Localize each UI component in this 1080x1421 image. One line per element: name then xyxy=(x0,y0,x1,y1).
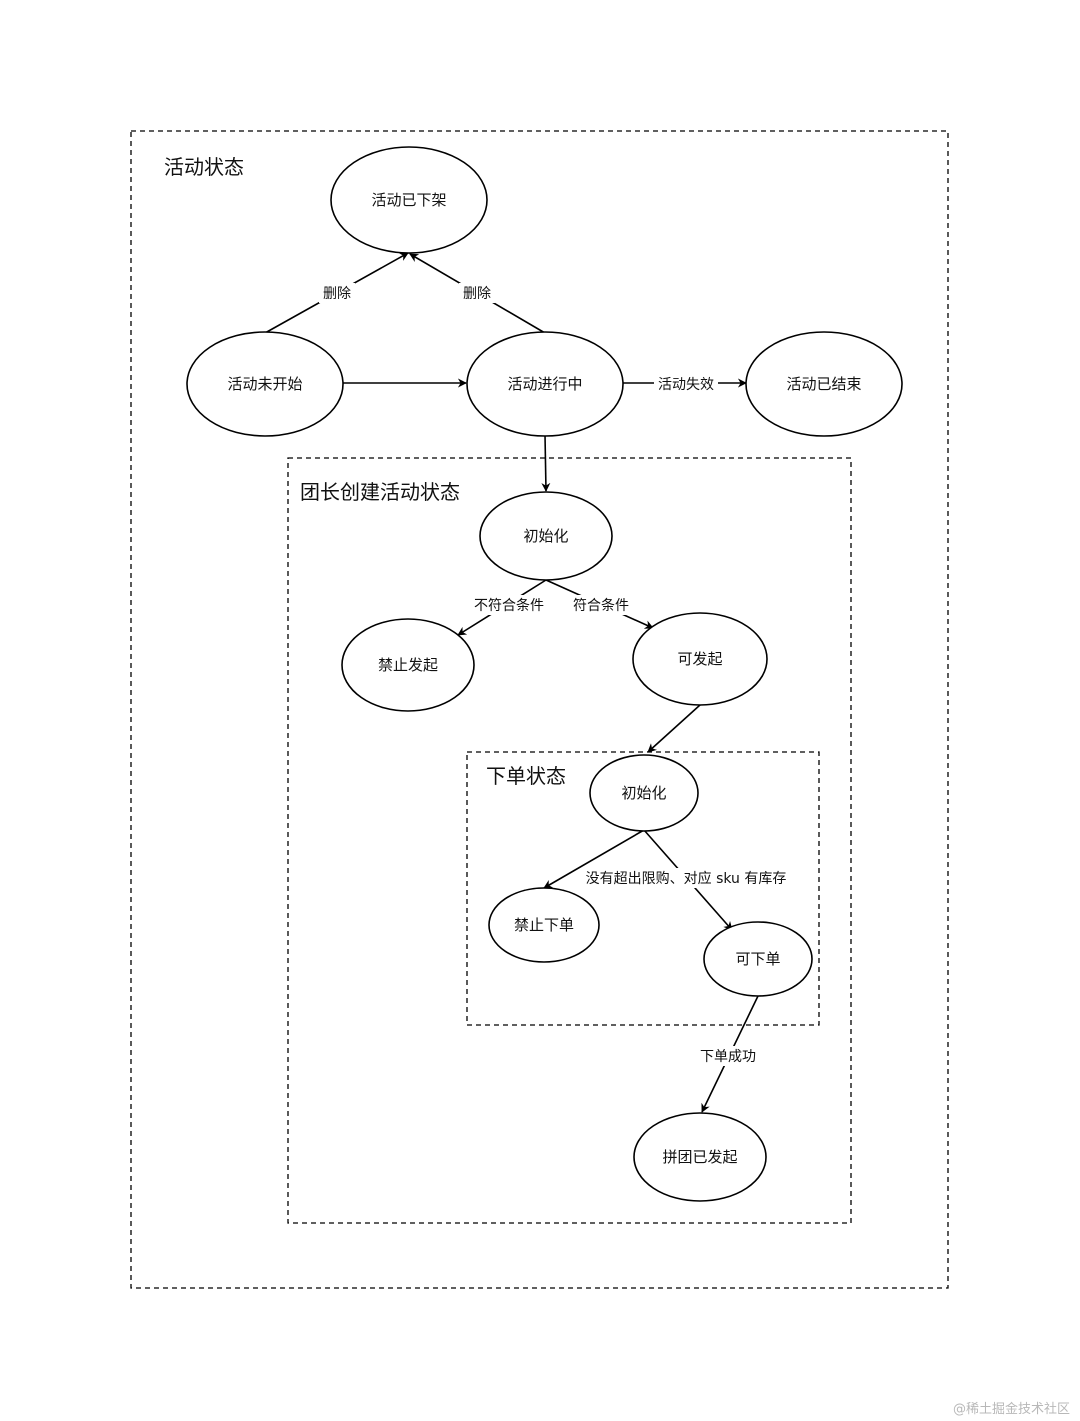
edge-label-not-meet: 不符合条件 xyxy=(474,597,544,614)
node-init-2 xyxy=(589,754,699,832)
order-state-title: 下单状态 xyxy=(486,764,566,788)
node-group-launched xyxy=(633,1112,767,1202)
edge-label-bg xyxy=(582,868,792,888)
activity-state-title: 活动状态 xyxy=(164,155,244,179)
node-can-launch-label: 可发起 xyxy=(677,650,722,668)
node-not-started-label: 活动未开始 xyxy=(227,375,302,393)
edge-label-bg xyxy=(568,595,634,615)
edge-label-invalid: 活动失效 xyxy=(658,377,714,393)
edge-label-bg xyxy=(319,283,355,303)
order-state-group xyxy=(466,751,820,1026)
node-group-launched-label: 拼团已发起 xyxy=(662,1148,737,1166)
node-forbid-launch xyxy=(341,618,475,712)
activity-state-group xyxy=(130,130,949,1289)
edge-label-bg xyxy=(459,283,495,303)
node-init-1-label: 初始化 xyxy=(523,527,568,545)
node-can-order xyxy=(703,921,813,997)
leader-create-state-title: 团长创建活动状态 xyxy=(300,480,460,504)
node-delisted xyxy=(330,146,488,254)
node-forbid-order xyxy=(488,887,600,963)
node-in-progress xyxy=(466,331,624,437)
node-init-2-label: 初始化 xyxy=(621,784,666,802)
edge-label-no-exceed: 没有超出限购、对应 sku 有库存 xyxy=(586,870,787,887)
edge-can-launch-to-order-group xyxy=(647,704,701,753)
node-in-progress-label: 活动进行中 xyxy=(507,375,582,393)
node-ended-label: 活动已结束 xyxy=(786,375,861,393)
edge-in-progress-to-init xyxy=(541,434,551,492)
edge-label-delete-1: 删除 xyxy=(323,286,351,302)
edge-label-delete-2: 删除 xyxy=(463,286,491,302)
edge-init2-to-forbid-order xyxy=(543,829,645,889)
node-ended xyxy=(745,331,903,437)
edge-label-meet: 符合条件 xyxy=(573,597,629,614)
node-forbid-launch-label: 禁止发起 xyxy=(378,656,438,674)
node-init-1 xyxy=(479,491,613,581)
node-not-started xyxy=(186,331,344,437)
node-delisted-label: 活动已下架 xyxy=(371,191,446,209)
watermark-text: @稀土掘金技术社区 xyxy=(953,1401,1070,1417)
edge-label-order-success: 下单成功 xyxy=(700,1049,756,1065)
edge-label-bg xyxy=(470,595,550,615)
node-can-launch xyxy=(632,612,768,706)
leader-create-state-group xyxy=(287,457,852,1224)
edge-label-bg xyxy=(654,374,718,394)
edge-label-bg xyxy=(694,1046,762,1066)
node-forbid-order-label: 禁止下单 xyxy=(514,916,574,934)
node-can-order-label: 可下单 xyxy=(735,950,780,968)
